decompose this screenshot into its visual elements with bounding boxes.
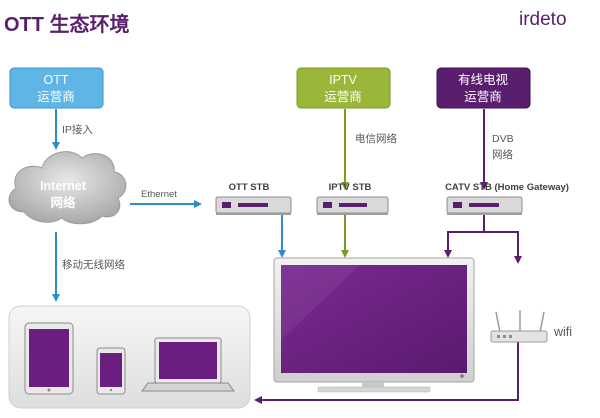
catv-stb-to-tv-arrow bbox=[444, 214, 485, 258]
ott-stb-label: OTT STB bbox=[229, 182, 270, 193]
wifi-router bbox=[490, 310, 548, 343]
cable-operator-box: 有线电视 运营商 bbox=[436, 67, 531, 109]
television bbox=[273, 257, 475, 393]
ott-operator-box: OTT 运营商 bbox=[9, 67, 104, 109]
ott-operator-line2: 运营商 bbox=[37, 89, 75, 104]
cable-operator-line2: 运营商 bbox=[464, 89, 502, 104]
mobile-wireless-label: 移动无线网络 bbox=[62, 258, 125, 271]
dvb-label-line1: DVB bbox=[492, 133, 514, 145]
catv-stb-label: CATV STB (Home Gateway) bbox=[445, 182, 569, 193]
page-title: OTT 生态环境 bbox=[4, 12, 130, 36]
cloud-line2: 网络 bbox=[50, 195, 76, 210]
ott-stb-device bbox=[215, 196, 292, 215]
laptop-device bbox=[141, 337, 235, 392]
internet-cloud: Internet 网络 bbox=[8, 151, 127, 225]
telecom-network-label: 电信网络 bbox=[355, 132, 397, 145]
iptv-operator-line2: 运营商 bbox=[324, 89, 362, 104]
ott-operator-line1: OTT bbox=[44, 73, 69, 87]
phone-device bbox=[96, 347, 126, 395]
catv-stb-device bbox=[446, 196, 523, 215]
cable-operator-line1: 有线电视 bbox=[458, 72, 509, 87]
ethernet-label: Ethernet bbox=[141, 189, 177, 200]
logo-text: irdeto bbox=[519, 9, 567, 30]
iptv-operator-line1: IPTV bbox=[329, 73, 357, 87]
ip-access-label: IP接入 bbox=[62, 123, 93, 136]
cloud-line1: Internet bbox=[40, 179, 87, 193]
dvb-label-line2: 网络 bbox=[492, 148, 513, 161]
irdeto-logo: irdeto bbox=[519, 9, 567, 30]
iptv-stb-device bbox=[316, 196, 389, 215]
router-to-devices-arrow bbox=[254, 342, 519, 404]
iptv-stb-label: IPTV STB bbox=[329, 182, 372, 193]
wifi-label: wifi bbox=[553, 325, 572, 339]
tablet-device bbox=[24, 322, 74, 395]
catv-stb-to-router-arrow bbox=[484, 231, 522, 264]
iptv-operator-box: IPTV 运营商 bbox=[296, 67, 391, 109]
tv-screen bbox=[281, 265, 467, 373]
